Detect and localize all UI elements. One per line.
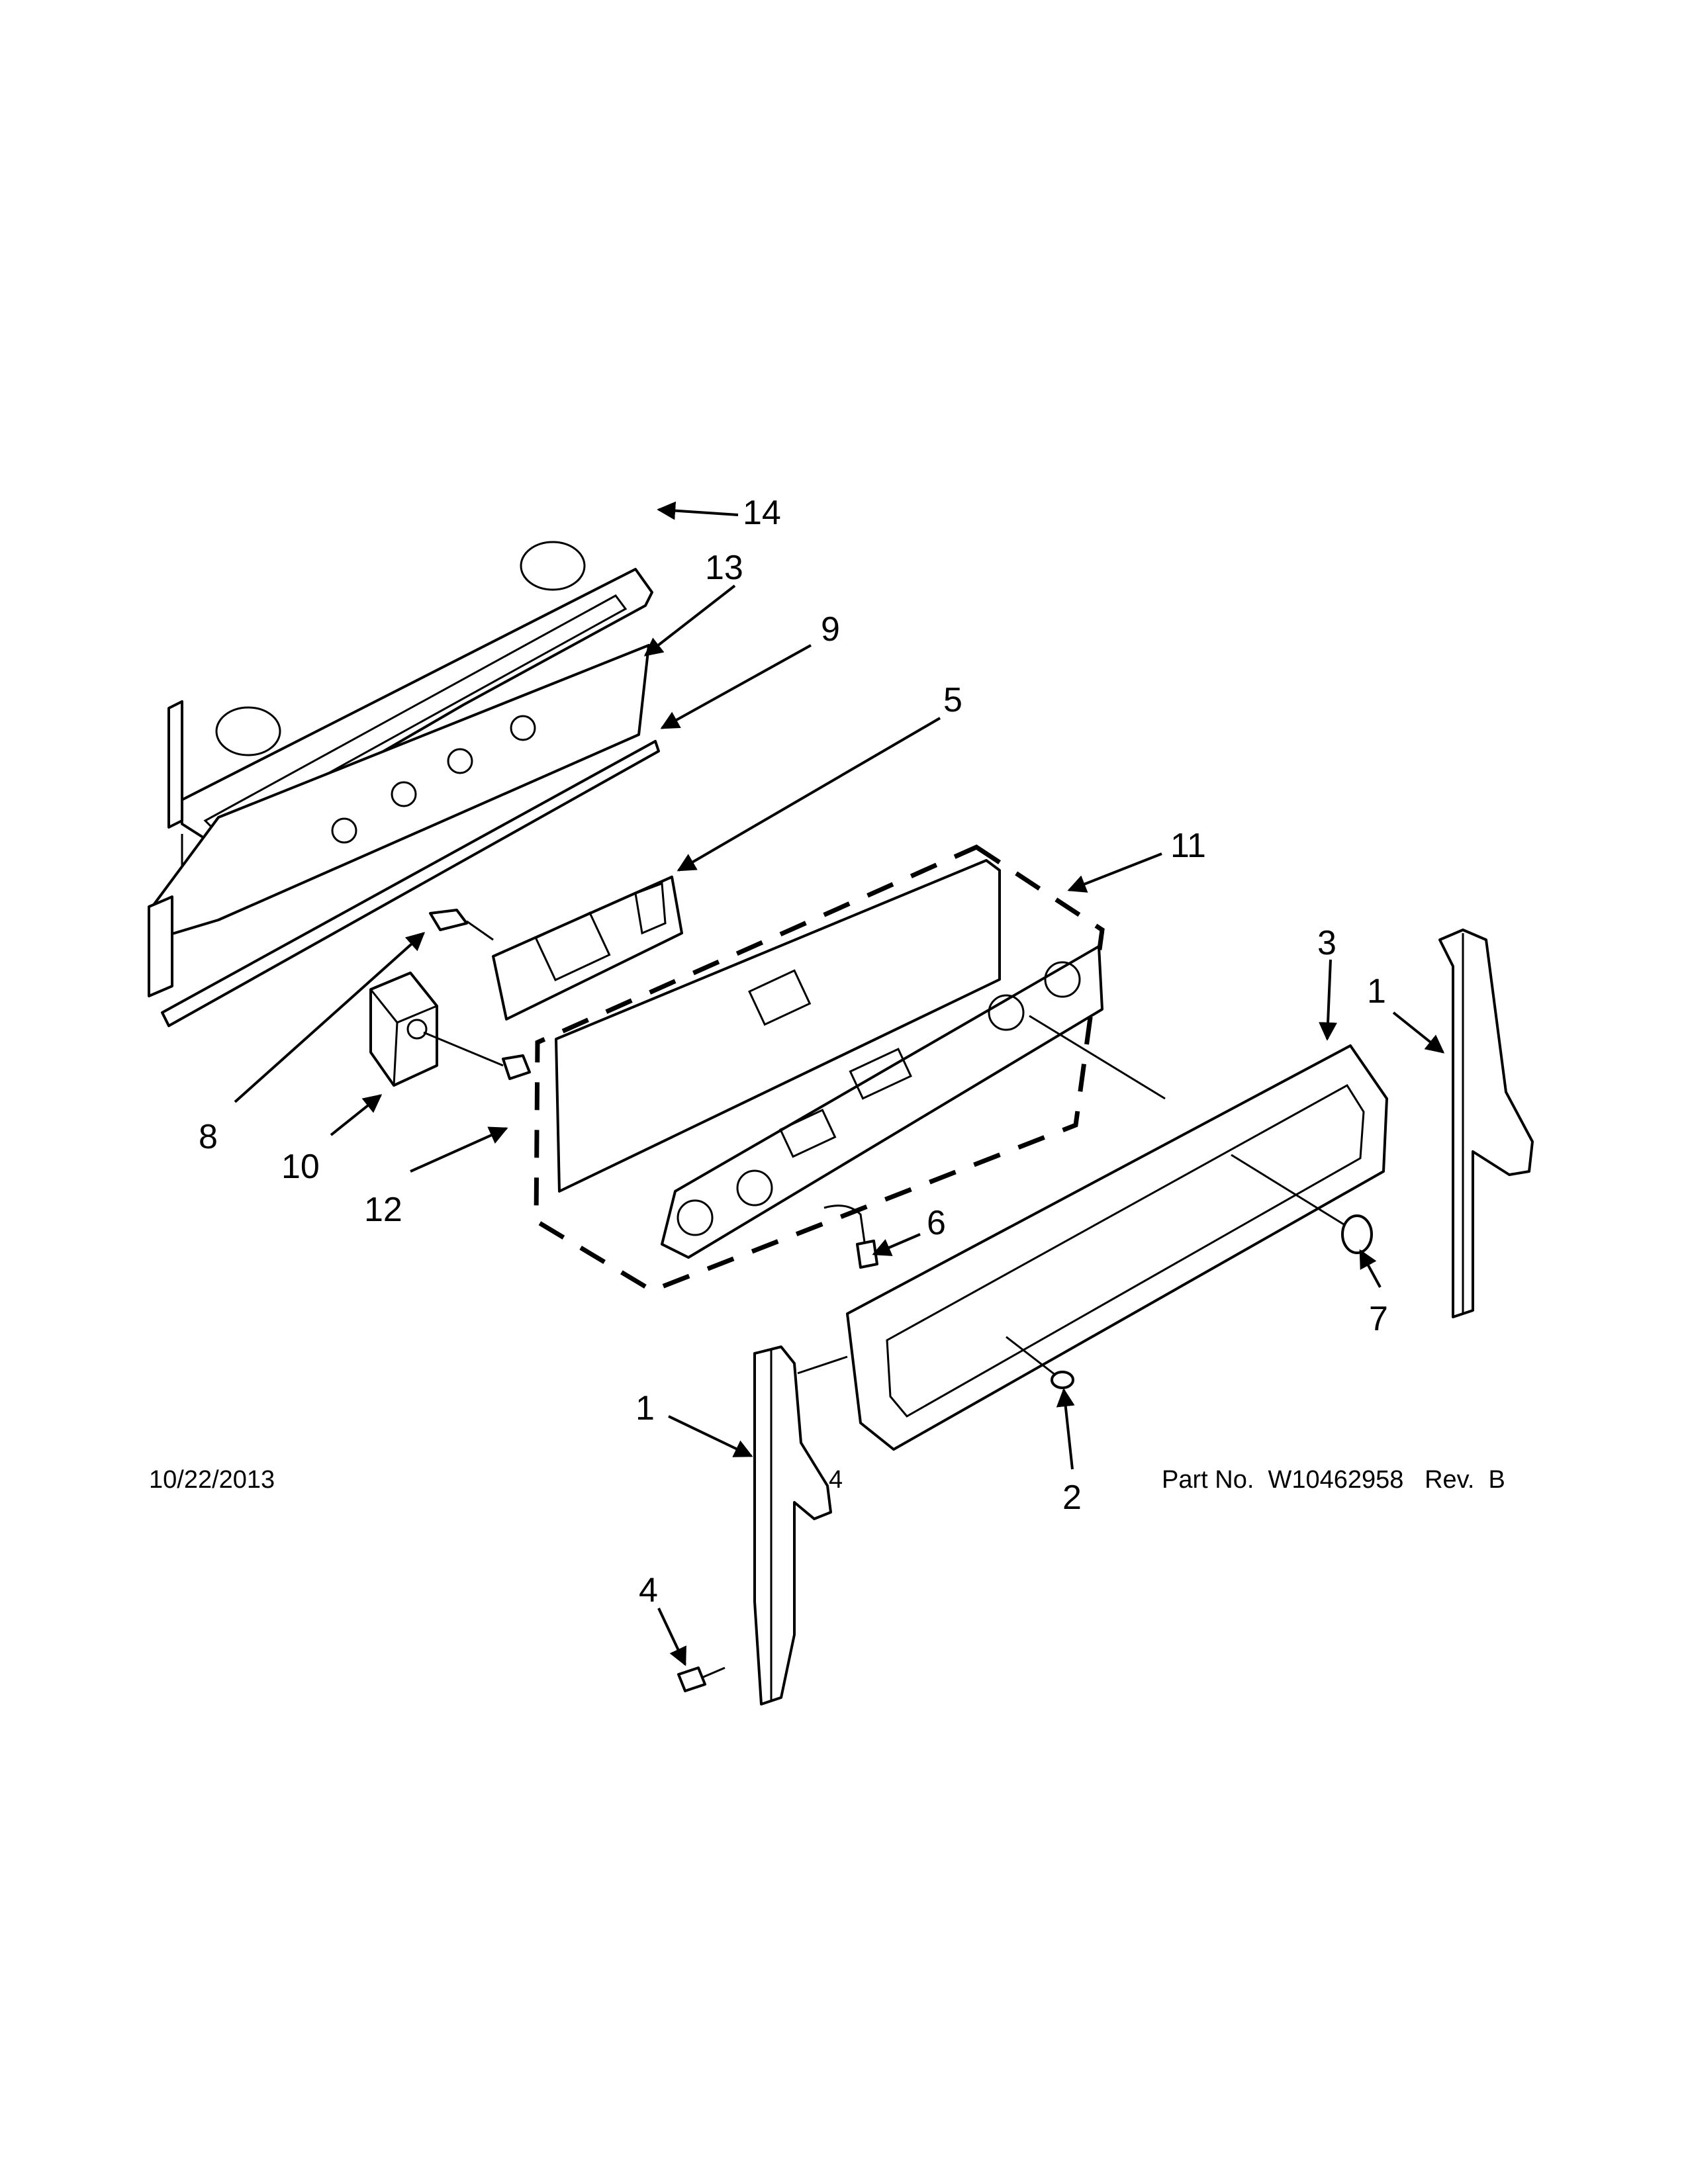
footer-page-number: 4: [829, 1466, 843, 1494]
callout-1-left: 1: [635, 1389, 655, 1428]
part-1-right-endcap: [1438, 929, 1534, 1318]
part-11-control-panel-assembly: [534, 844, 1105, 1293]
part-9-trim-strip: [161, 740, 660, 1027]
footer-date: 10/22/2013: [149, 1466, 275, 1494]
part-3-control-trim: [846, 1044, 1388, 1451]
part-5-control-board: [492, 876, 683, 1021]
part-13-bracket: [148, 644, 650, 997]
callout-10: 10: [281, 1148, 320, 1186]
leader-lines: [234, 501, 1445, 1666]
part-12-screw: [502, 1054, 531, 1080]
footer-part-number: Part No. W10462958 Rev. B: [1162, 1466, 1505, 1494]
vent-hole-left: [215, 706, 281, 756]
callout-14: 14: [743, 494, 781, 532]
callout-5: 5: [943, 681, 962, 719]
callout-2: 2: [1062, 1479, 1082, 1517]
callout-7: 7: [1369, 1300, 1388, 1338]
part-4-screw: [677, 1666, 726, 1692]
callout-6: 6: [927, 1204, 946, 1242]
callout-11: 11: [1170, 827, 1206, 865]
part-7-knob: [1029, 1015, 1373, 1254]
callout-12: 12: [364, 1191, 402, 1229]
vent-hole-right: [520, 541, 586, 591]
callout-4: 4: [639, 1571, 658, 1610]
callout-1-right: 1: [1367, 972, 1386, 1011]
part-14-rear-panel: [167, 541, 653, 920]
callout-8: 8: [199, 1118, 218, 1156]
callout-9: 9: [821, 610, 840, 649]
part-10-switch: [369, 972, 504, 1087]
part-2-screw: [1006, 1336, 1074, 1389]
callout-13: 13: [705, 549, 743, 587]
part-8-screw: [429, 909, 494, 941]
callout-3: 3: [1317, 924, 1336, 962]
callout-labels: 14 13 9 5 11 3 1 8 10 12 6 7 1 2 4: [199, 494, 1388, 1610]
part-1-left-endcap: [753, 1345, 848, 1706]
